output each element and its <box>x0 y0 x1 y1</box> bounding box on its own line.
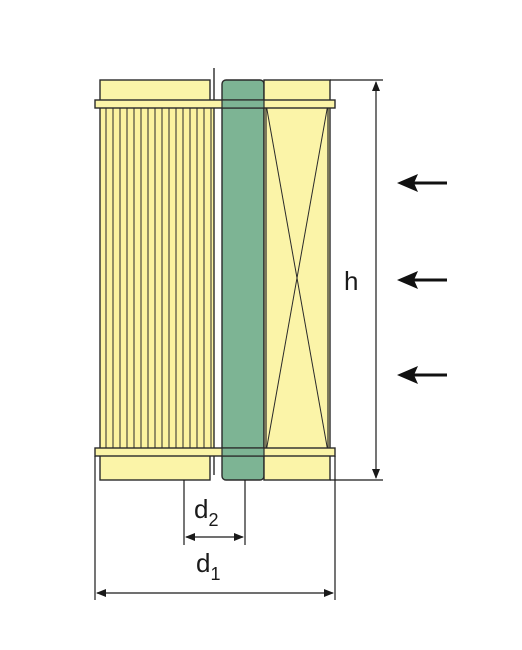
flow-arrow-head <box>397 174 418 192</box>
top-flange <box>94 99 336 109</box>
d1-label-subscript: 1 <box>210 564 220 584</box>
support-core <box>221 79 265 481</box>
flow-arrows <box>397 174 447 384</box>
core-strip-top <box>221 99 265 109</box>
bottom-flange <box>94 447 336 457</box>
d1-label-base: d <box>196 548 210 578</box>
h-label: h <box>344 266 358 296</box>
dimension-d2: d2 <box>183 480 246 545</box>
flow-arrow <box>397 271 447 289</box>
d2-label-base: d <box>194 494 208 524</box>
d2-label-subscript: 2 <box>208 510 218 530</box>
flow-arrow <box>397 174 447 192</box>
d2-label: d2 <box>194 494 218 530</box>
cross-line-2 <box>265 103 329 453</box>
left-half-section <box>99 79 215 481</box>
flow-arrow-head <box>397 366 418 384</box>
core-strip-bottom <box>221 447 265 457</box>
flow-arrow-head <box>397 271 418 289</box>
flow-arrow <box>397 366 447 384</box>
d1-label: d1 <box>196 548 220 584</box>
right-half-view <box>221 79 331 481</box>
dimension-d1: d1 <box>94 456 336 600</box>
dimension-h: h <box>330 79 383 481</box>
pleat-lines <box>105 108 212 448</box>
